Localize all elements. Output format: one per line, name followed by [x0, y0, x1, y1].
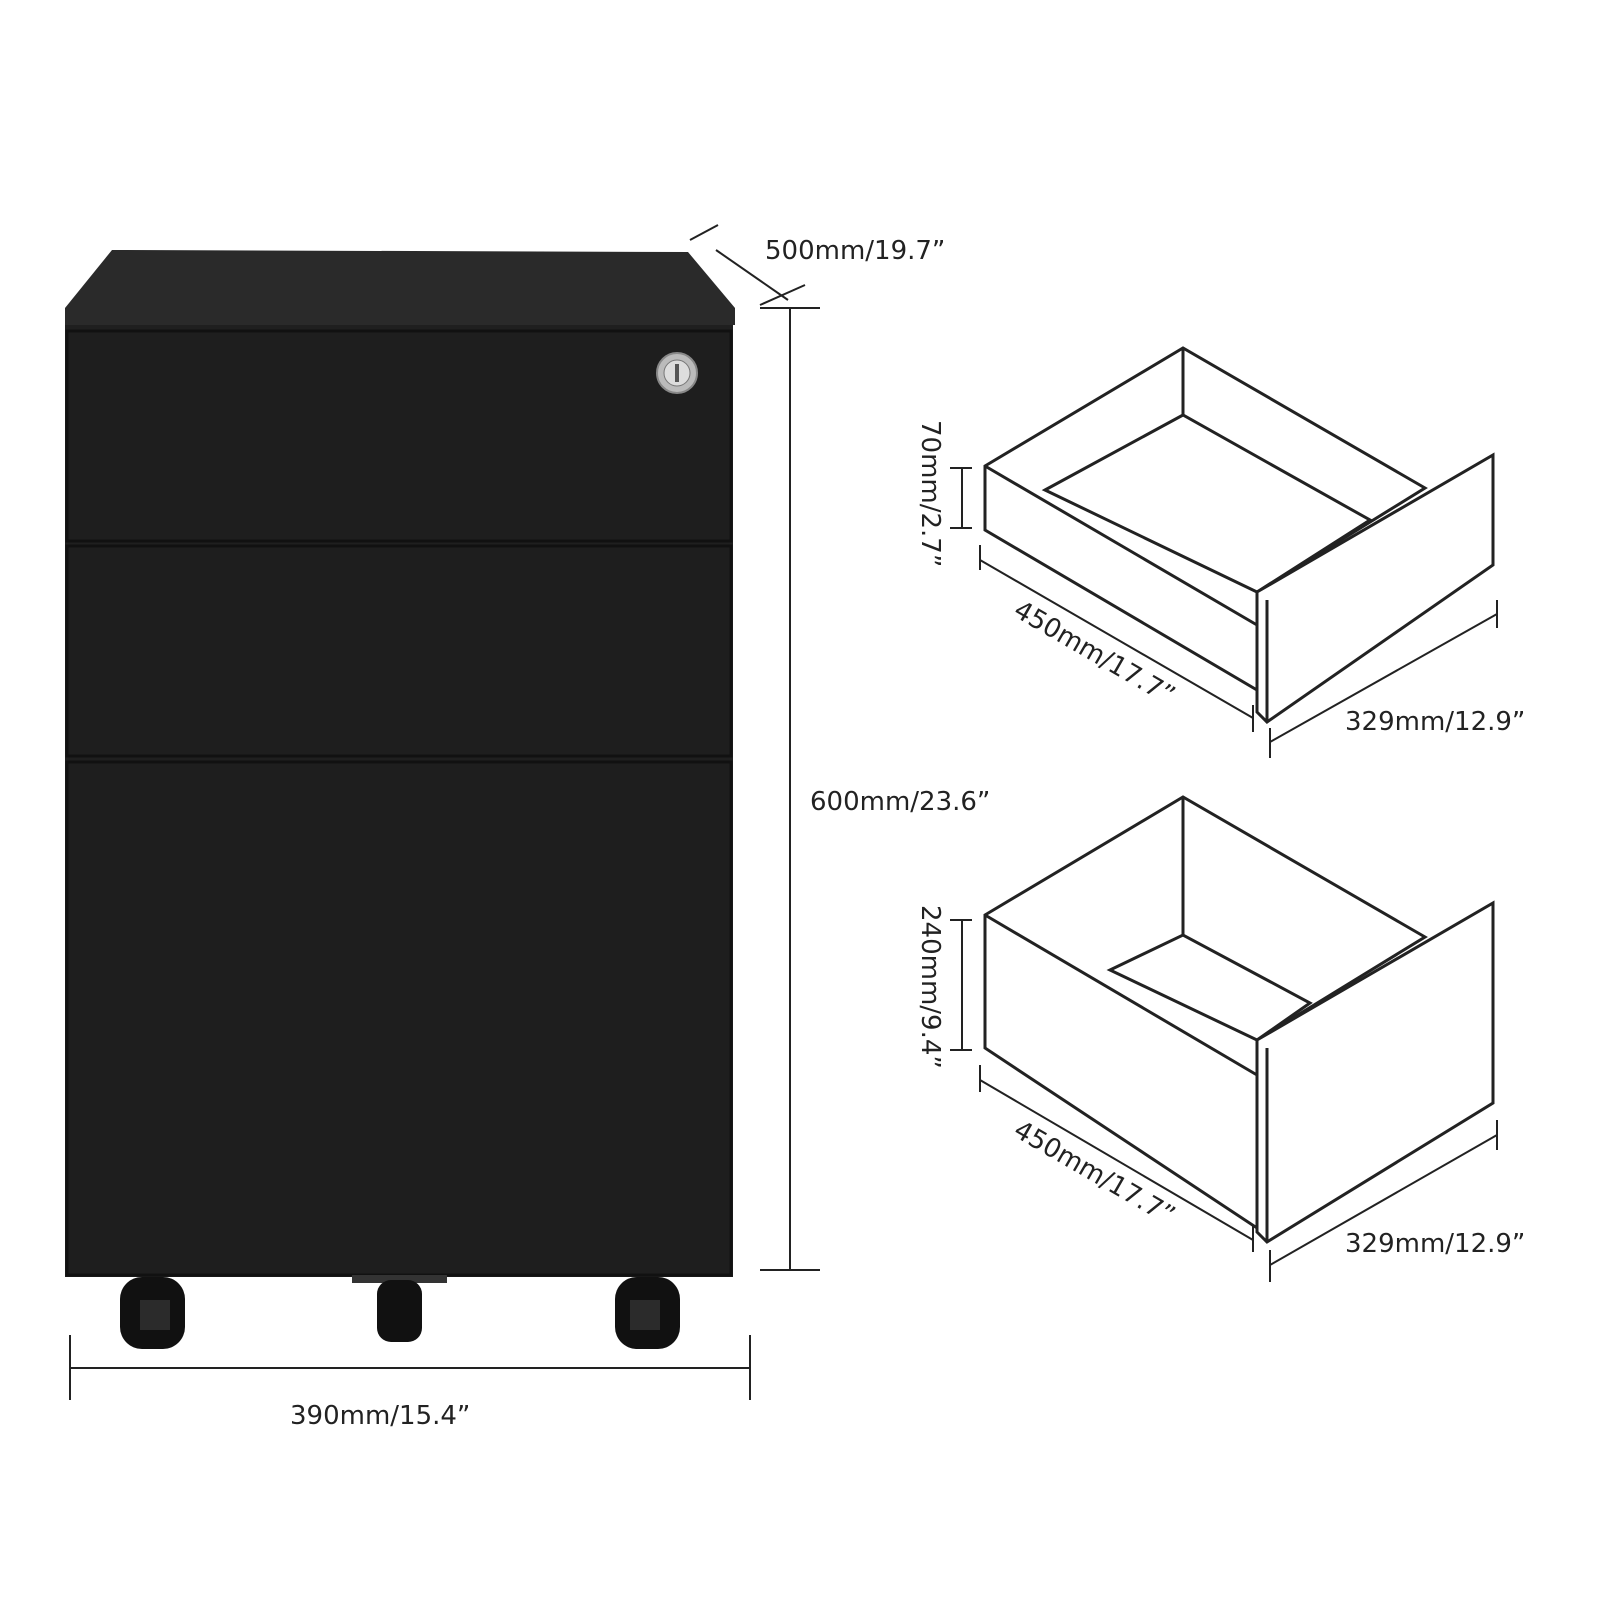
drawer-diagram-shallow — [983, 346, 1495, 724]
caster-wheel-left — [120, 1277, 185, 1349]
drawer-middle — [65, 544, 733, 758]
depth-label: 500mm/19.7” — [765, 236, 945, 266]
drawer2-dimension-lines — [950, 919, 1498, 1282]
height-label: 600mm/23.6” — [810, 787, 990, 817]
drawer1-height-label: 70mm/2.7” — [915, 420, 945, 567]
drawer2-width-label: 329mm/12.9” — [1345, 1229, 1525, 1259]
drawer2-height-label: 240mm/9.4” — [915, 905, 945, 1069]
caster-wheel-right — [615, 1277, 680, 1349]
cabinet-top — [65, 250, 735, 325]
drawer1-width-label: 329mm/12.9” — [1345, 707, 1525, 737]
drawer-file — [65, 760, 733, 1277]
lock-icon — [656, 352, 698, 394]
drawer-diagram-deep — [983, 795, 1495, 1244]
filing-cabinet — [65, 250, 735, 1349]
cabinet-dimension-lines — [69, 224, 820, 1400]
drawer-top — [65, 329, 733, 543]
width-label: 390mm/15.4” — [290, 1401, 470, 1431]
caster-wheel-center — [352, 1275, 447, 1342]
drawer1-dimension-lines — [950, 467, 1498, 758]
